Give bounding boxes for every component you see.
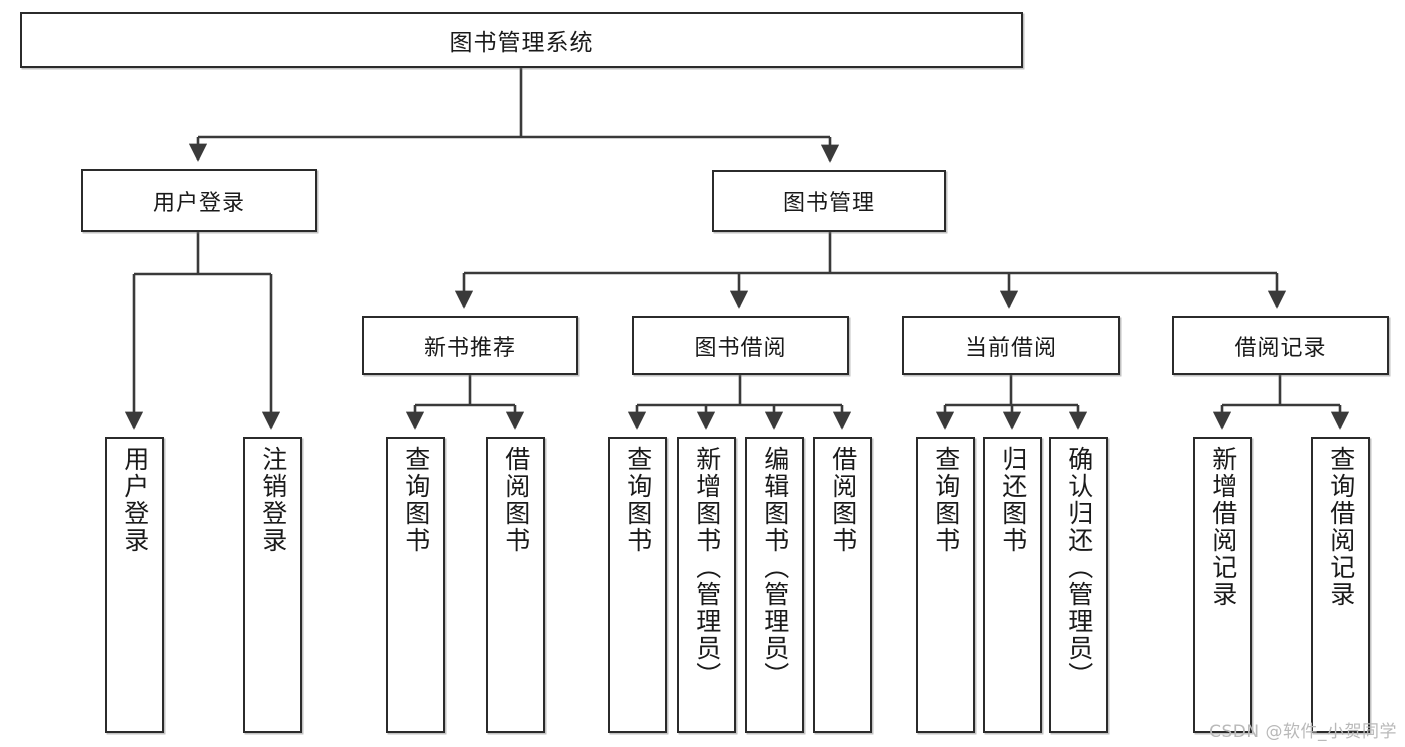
node-leaf-user-login[interactable]: 用户登录: [105, 437, 164, 733]
node-leaf-edit-book[interactable]: 编辑图书（管理员）: [745, 437, 804, 733]
node-leaf-query-book-3[interactable]: 查询图书: [916, 437, 975, 733]
node-leaf-query-book-2[interactable]: 查询图书: [608, 437, 667, 733]
node-borrow-record-label: 借阅记录: [1234, 335, 1327, 361]
node-leaf-return-book[interactable]: 归还图书: [983, 437, 1042, 733]
node-root-label: 图书管理系统: [449, 30, 594, 56]
node-leaf-edit-book-label: 编辑图书（管理员）: [760, 446, 790, 689]
node-leaf-confirm-return-label: 确认归还（管理员）: [1064, 446, 1094, 689]
node-leaf-return-book-label: 归还图书: [998, 446, 1028, 554]
node-leaf-query-record[interactable]: 查询借阅记录: [1311, 437, 1370, 733]
node-leaf-add-book[interactable]: 新增图书（管理员）: [677, 437, 736, 733]
node-current-borrow-label: 当前借阅: [964, 335, 1057, 361]
node-user-login-label: 用户登录: [152, 190, 245, 216]
node-book-manage-label: 图书管理: [782, 191, 875, 216]
node-user-login[interactable]: 用户登录: [81, 169, 317, 232]
node-leaf-confirm-return[interactable]: 确认归还（管理员）: [1049, 437, 1108, 733]
node-leaf-logout-label: 注销登录: [258, 446, 288, 554]
node-leaf-add-book-label: 新增图书（管理员）: [692, 446, 722, 689]
node-leaf-add-record[interactable]: 新增借阅记录: [1193, 437, 1252, 733]
node-book-manage[interactable]: 图书管理: [712, 170, 946, 232]
node-current-borrow[interactable]: 当前借阅: [902, 316, 1120, 375]
node-leaf-user-login-label: 用户登录: [120, 446, 150, 554]
watermark: CSDN @软件_小贺同学: [1209, 722, 1397, 742]
node-leaf-query-book-1[interactable]: 查询图书: [386, 437, 445, 733]
node-leaf-borrow-book-2-label: 借阅图书: [828, 446, 858, 554]
node-leaf-logout[interactable]: 注销登录: [243, 437, 302, 733]
node-leaf-borrow-book-1-label: 借阅图书: [501, 446, 531, 554]
node-leaf-add-record-label: 新增借阅记录: [1208, 446, 1238, 608]
node-book-borrow-label: 图书借阅: [694, 335, 787, 361]
node-book-borrow[interactable]: 图书借阅: [632, 316, 849, 375]
node-leaf-query-record-label: 查询借阅记录: [1326, 446, 1356, 608]
node-leaf-query-book-1-label: 查询图书: [401, 446, 431, 554]
node-leaf-borrow-book-1[interactable]: 借阅图书: [486, 437, 545, 733]
node-leaf-borrow-book-2[interactable]: 借阅图书: [813, 437, 872, 733]
node-leaf-query-book-2-label: 查询图书: [623, 446, 653, 554]
node-new-book-recommend-label: 新书推荐: [423, 335, 516, 361]
node-borrow-record[interactable]: 借阅记录: [1172, 316, 1389, 375]
node-root[interactable]: 图书管理系统: [20, 12, 1023, 68]
node-leaf-query-book-3-label: 查询图书: [931, 446, 961, 554]
node-new-book-recommend[interactable]: 新书推荐: [362, 316, 578, 375]
